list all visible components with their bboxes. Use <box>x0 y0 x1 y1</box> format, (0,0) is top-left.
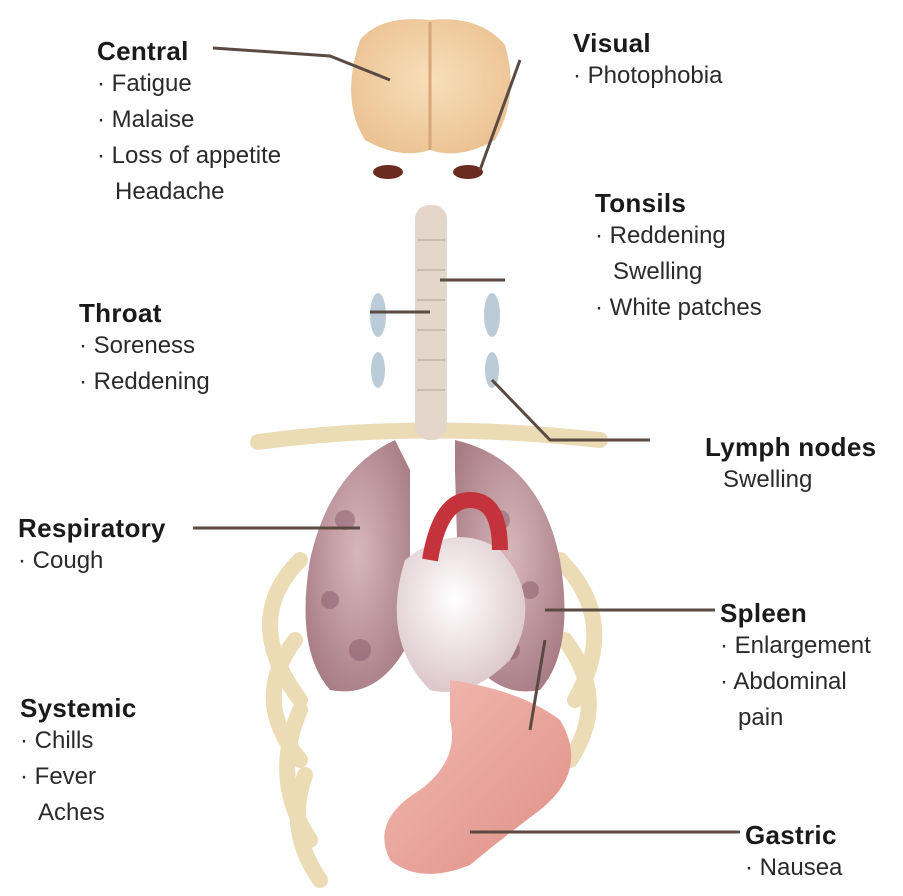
visual-item: · Photophobia <box>573 58 722 94</box>
right-eye <box>453 165 483 179</box>
central-title: Central <box>97 36 281 66</box>
throat-item: · Reddening <box>79 364 210 400</box>
gastric-item: · Nausea <box>745 850 842 886</box>
spleen-item: · Abdominal <box>720 664 871 700</box>
gastric-title: Gastric <box>745 820 842 850</box>
lymph-nodes-title: Lymph nodes <box>705 432 876 462</box>
throat-title: Throat <box>79 298 210 328</box>
respiratory-item: · Cough <box>18 543 166 579</box>
visual-title: Visual <box>573 28 722 58</box>
systemic-item: · Fever <box>20 759 137 795</box>
throat-group: Throat · Soreness · Reddening <box>79 298 210 400</box>
tonsils-group: Tonsils · Reddening Swelling · White pat… <box>595 188 762 326</box>
lymph-nodes-item: Swelling <box>705 462 876 498</box>
tonsils-item: · Reddening <box>595 218 762 254</box>
systemic-item: Aches <box>20 795 137 831</box>
tonsils-title: Tonsils <box>595 188 762 218</box>
spleen-item: pain <box>720 700 871 736</box>
central-item: · Malaise <box>97 102 281 138</box>
central-item: · Fatigue <box>97 66 281 102</box>
central-group: Central · Fatigue · Malaise · Loss of ap… <box>97 36 281 210</box>
gastric-group: Gastric · Nausea <box>745 820 842 886</box>
throat-item: · Soreness <box>79 328 210 364</box>
central-item: · Loss of appetite <box>97 138 281 174</box>
visual-group: Visual · Photophobia <box>573 28 722 94</box>
systemic-item: · Chills <box>20 723 137 759</box>
left-eye <box>373 165 403 179</box>
systemic-group: Systemic · Chills · Fever Aches <box>20 693 137 831</box>
systemic-title: Systemic <box>20 693 137 723</box>
spleen-title: Spleen <box>720 598 871 628</box>
spleen-group: Spleen · Enlargement · Abdominal pain <box>720 598 871 736</box>
tonsils-item: · White patches <box>595 290 762 326</box>
lymph-nodes-group: Lymph nodes Swelling <box>705 432 876 498</box>
respiratory-group: Respiratory · Cough <box>18 513 166 579</box>
stomach <box>384 680 571 874</box>
tonsils-item: Swelling <box>595 254 762 290</box>
spleen-item: · Enlargement <box>720 628 871 664</box>
respiratory-title: Respiratory <box>18 513 166 543</box>
central-item: Headache <box>97 174 281 210</box>
